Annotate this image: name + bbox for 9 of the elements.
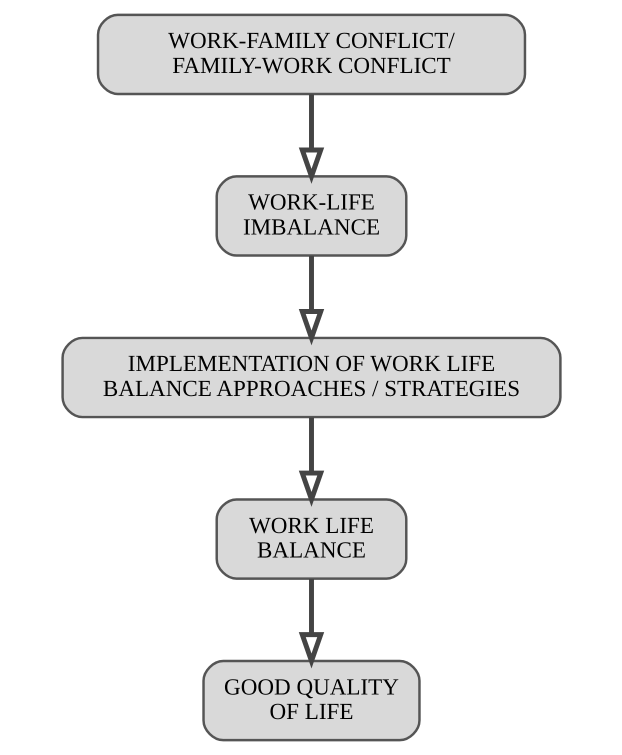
- arrow: [298, 94, 324, 184]
- arrow: [298, 417, 324, 507]
- node-box: WORK-FAMILY CONFLICT/ FAMILY-WORK CONFLICT: [96, 14, 526, 96]
- node-box: WORK-LIFE IMBALANCE: [214, 175, 408, 257]
- arrow: [298, 579, 324, 668]
- arrow: [298, 256, 324, 346]
- node-box: GOOD QUALITY OF LIFE: [202, 660, 420, 742]
- node-box: WORK LIFE BALANCE: [214, 498, 408, 580]
- node-box: IMPLEMENTATION OF WORK LIFE BALANCE APPROACHES / STRATEGIES: [60, 336, 562, 418]
